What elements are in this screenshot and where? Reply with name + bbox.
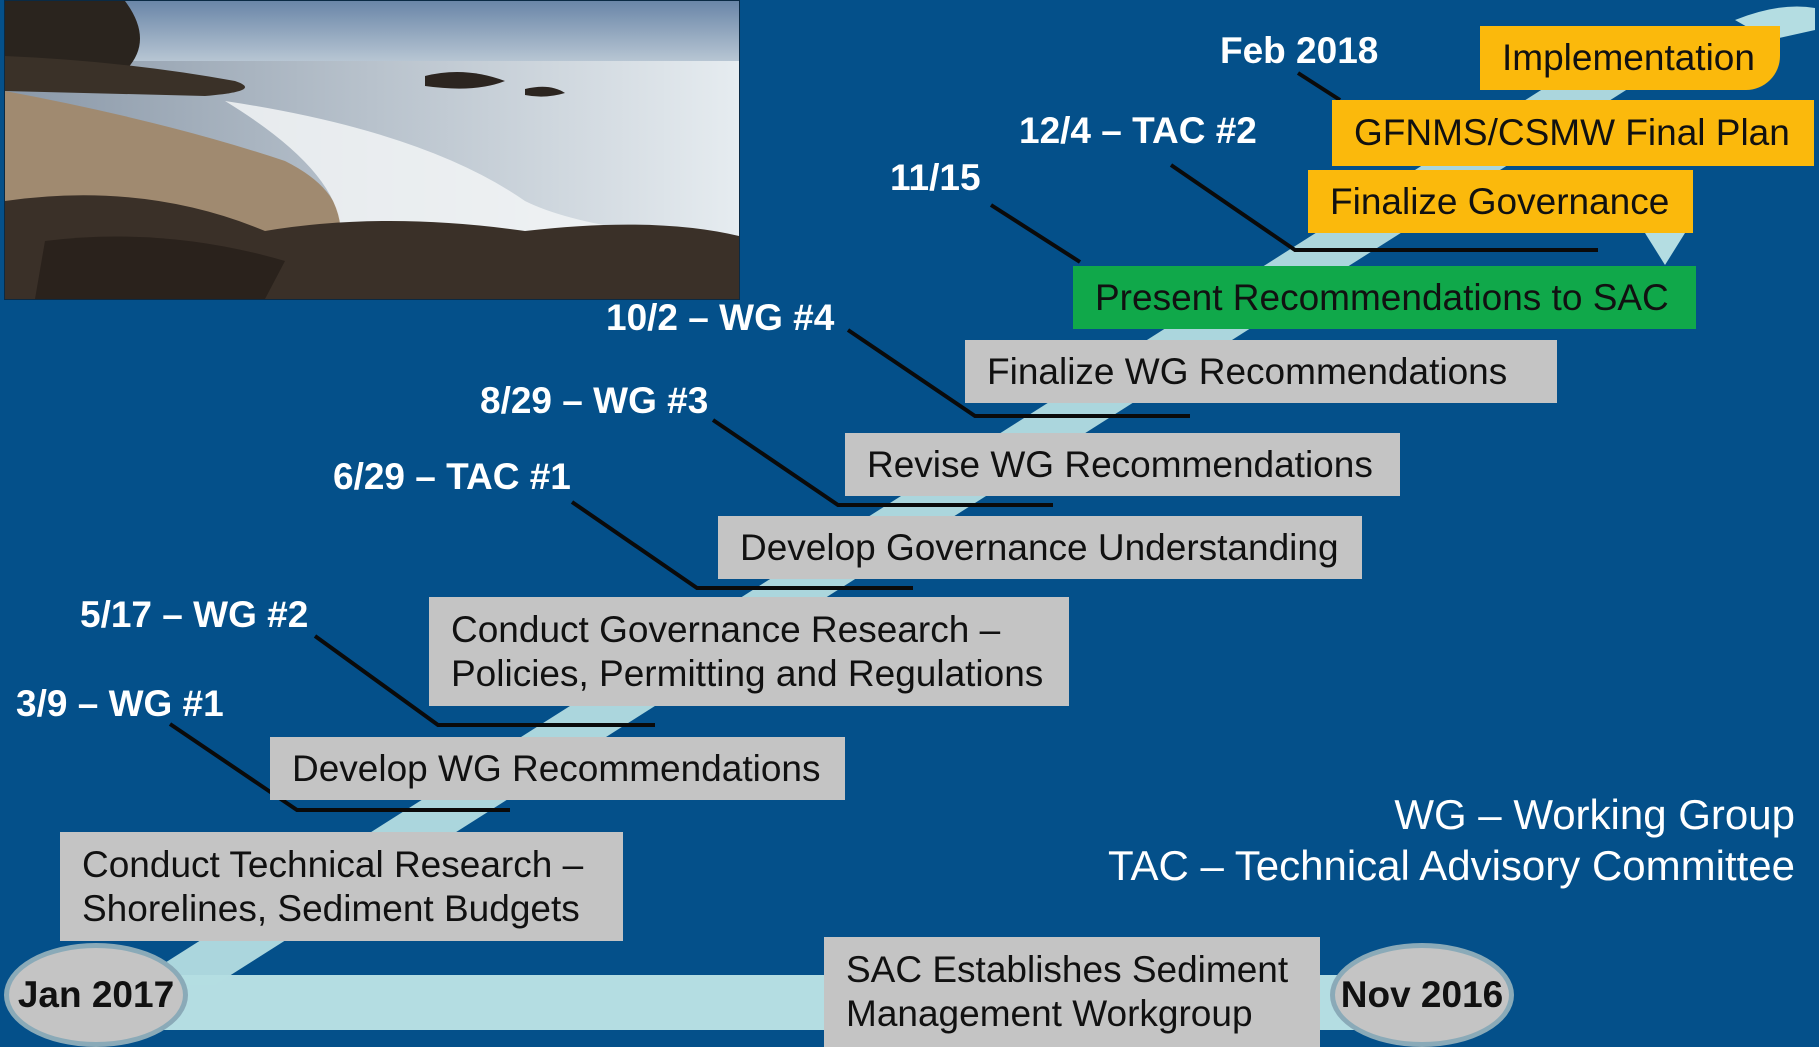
task-label: Develop Governance Understanding (740, 526, 1339, 568)
sac-establishes-workgroup-box: SAC Establishes Sediment Management Work… (824, 937, 1320, 1047)
milestone-date: 5/17 – WG #2 (80, 594, 309, 635)
task-label: Finalize Governance (1330, 180, 1670, 222)
sac-line: Management Workgroup (846, 993, 1253, 1034)
milestone-date: 10/2 – WG #4 (606, 297, 835, 338)
end-oval: Nov 2016 (1330, 943, 1514, 1047)
task-implementation: Implementation (1480, 26, 1780, 90)
coastal-photo (4, 0, 740, 300)
start-oval: Jan 2017 (4, 943, 188, 1047)
task-finalize-wg-recommendations: Finalize WG Recommendations (965, 340, 1557, 403)
task-conduct-technical-research: Conduct Technical Research – Shorelines,… (60, 832, 623, 941)
sac-line: SAC Establishes Sediment (846, 949, 1289, 991)
legend-tac: TAC – Technical Advisory Committee (1107, 842, 1795, 889)
task-label: Finalize WG Recommendations (987, 350, 1508, 392)
task-line: Policies, Permitting and Regulations (451, 652, 1044, 694)
task-label: Implementation (1502, 37, 1755, 79)
milestone-date: 12/4 – TAC #2 (1019, 110, 1257, 151)
task-finalize-governance: Finalize Governance (1308, 170, 1693, 233)
milestone-date: 6/29 – TAC #1 (333, 456, 571, 497)
task-develop-wg-recommendations: Develop WG Recommendations (270, 737, 845, 800)
task-revise-wg-recommendations: Revise WG Recommendations (845, 433, 1400, 496)
task-line: Conduct Governance Research – (451, 608, 1001, 650)
milestone-date: 11/15 (890, 157, 981, 198)
task-develop-governance-understanding: Develop Governance Understanding (718, 516, 1362, 579)
milestone-date: 3/9 – WG #1 (16, 683, 224, 724)
legend-wg: WG – Working Group (1394, 791, 1795, 838)
task-label: Present Recommendations to SAC (1095, 276, 1669, 318)
task-label: GFNMS/CSMW Final Plan (1354, 112, 1790, 154)
task-line: Conduct Technical Research – (82, 843, 584, 885)
task-label: Revise WG Recommendations (867, 443, 1373, 485)
task-conduct-governance-research: Conduct Governance Research – Policies, … (429, 597, 1069, 706)
task-line: Shorelines, Sediment Budgets (82, 887, 580, 929)
milestone-date: 8/29 – WG #3 (480, 380, 709, 421)
task-final-plan: GFNMS/CSMW Final Plan (1332, 100, 1814, 166)
task-label: Develop WG Recommendations (292, 747, 821, 789)
task-present-recommendations: Present Recommendations to SAC (1073, 266, 1696, 329)
milestone-date: Feb 2018 (1220, 30, 1379, 71)
